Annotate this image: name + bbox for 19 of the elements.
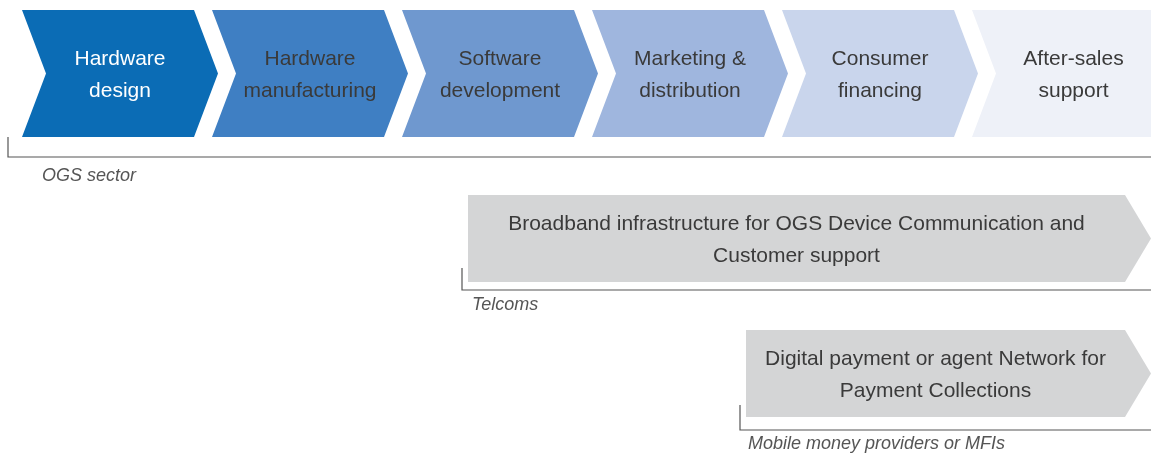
group-label: Mobile money providers or MFIs — [748, 433, 1006, 454]
group-label: OGS sector — [42, 165, 137, 186]
chevron-step — [782, 10, 978, 137]
step-label: Marketing & distribution — [632, 44, 747, 103]
arrow-band — [746, 330, 1151, 417]
step-label: Hardware manufacturing — [242, 44, 378, 103]
step-label: Software development — [438, 44, 562, 103]
band-label: Digital payment or agent Network for Payment Collections — [764, 344, 1107, 403]
band-label: Broadband infrastructure for OGS Device Communication and Customer support — [507, 209, 1086, 268]
arrow-band — [468, 195, 1151, 282]
chevron-step — [972, 10, 1151, 137]
chevron-step — [22, 10, 218, 137]
chevron-step — [402, 10, 598, 137]
step-label: Hardware design — [73, 44, 167, 103]
step-label: After-sales support — [1022, 44, 1125, 103]
chevron-step — [592, 10, 788, 137]
step-label: Consumer financing — [830, 44, 930, 103]
chevron-step — [212, 10, 408, 137]
group-label: Telcoms — [472, 294, 539, 315]
